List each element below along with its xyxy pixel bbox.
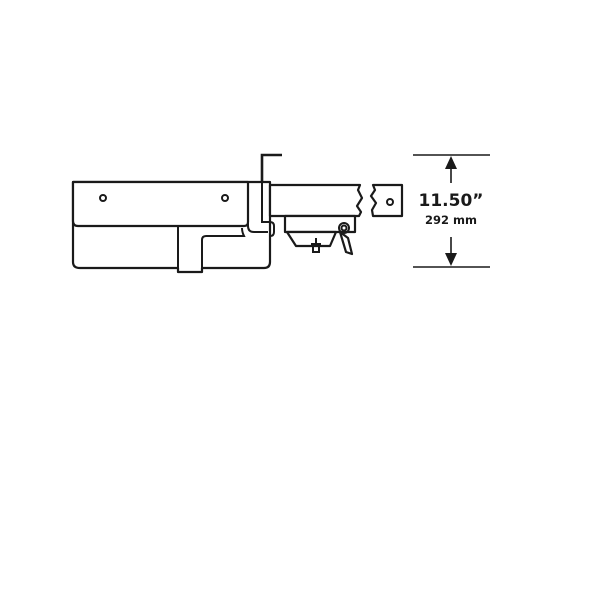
trolley [283,214,357,256]
rail-hole-icon [386,198,394,206]
screw-hole-icon [221,194,229,202]
trolley-nut [311,238,321,253]
arrow-up-icon [445,156,457,169]
height-dimension: 11.50” 292 mm [413,154,490,268]
rail-section [268,183,364,218]
housing-lower-step [177,226,246,268]
arrow-down-icon [445,253,457,266]
dimension-imperial-label: 11.50” [419,191,484,211]
mounting-bracket [260,153,282,182]
trolley-base [285,230,338,248]
housing-side-tab [247,182,275,237]
trolley-body [283,214,357,234]
screw-hole-icon [99,194,107,202]
housing-cover-panel [71,180,250,228]
release-arm [338,230,354,256]
dimension-metric-label: 292 mm [425,213,477,227]
trolley-pin-inner-icon [340,224,348,232]
opener-motor-unit [71,153,282,274]
rail [268,183,404,218]
trolley-pin-icon [338,222,350,234]
